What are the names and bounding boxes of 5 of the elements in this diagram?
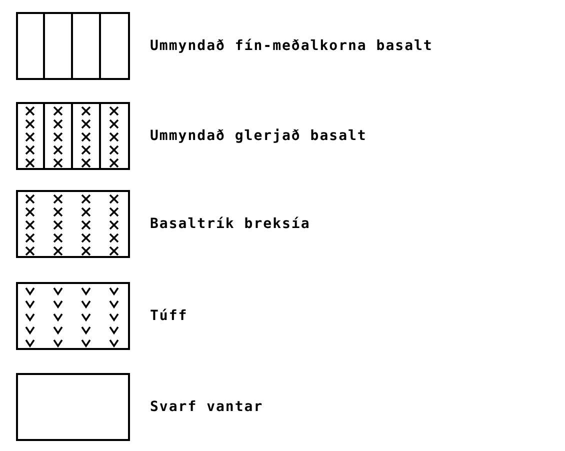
legend-text: Svarf vantar bbox=[150, 399, 264, 415]
legend-text: Ummyndað fín-meðalkorna basalt bbox=[150, 38, 433, 54]
legend-text: Ummyndað glerjað basalt bbox=[150, 128, 367, 144]
legend-text: Basaltrík breksía bbox=[150, 216, 310, 232]
legend-text: Túff bbox=[150, 308, 188, 324]
